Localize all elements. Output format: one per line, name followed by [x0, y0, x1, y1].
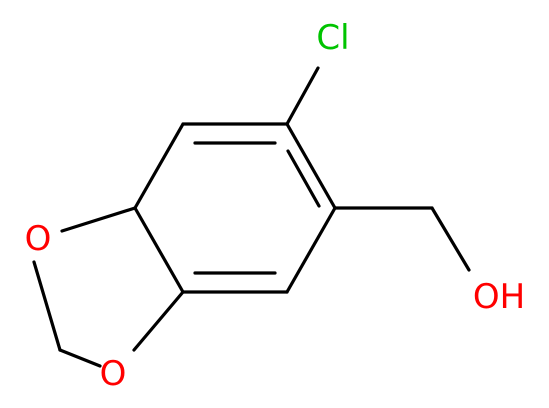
bond-c5-c6	[133, 122, 185, 210]
bond-c4-o2	[132, 290, 185, 352]
bond-ch2-oh	[430, 206, 471, 272]
bond-ch2-o2	[58, 348, 102, 368]
bond-c1-cl	[285, 66, 320, 126]
bond-c4-c5	[133, 206, 185, 294]
bond-c2-c3	[285, 206, 337, 294]
hydroxyl-label: OH	[473, 277, 525, 317]
chlorine-label: Cl	[316, 18, 349, 58]
bond-c1-c2	[285, 122, 337, 210]
bond-c5-o1	[60, 206, 137, 233]
oxygen-label-upper: O	[25, 219, 52, 259]
double-bond-inner-right	[286, 149, 321, 208]
bond-o1-ch2	[32, 260, 62, 352]
oxygen-label-lower: O	[100, 354, 127, 394]
